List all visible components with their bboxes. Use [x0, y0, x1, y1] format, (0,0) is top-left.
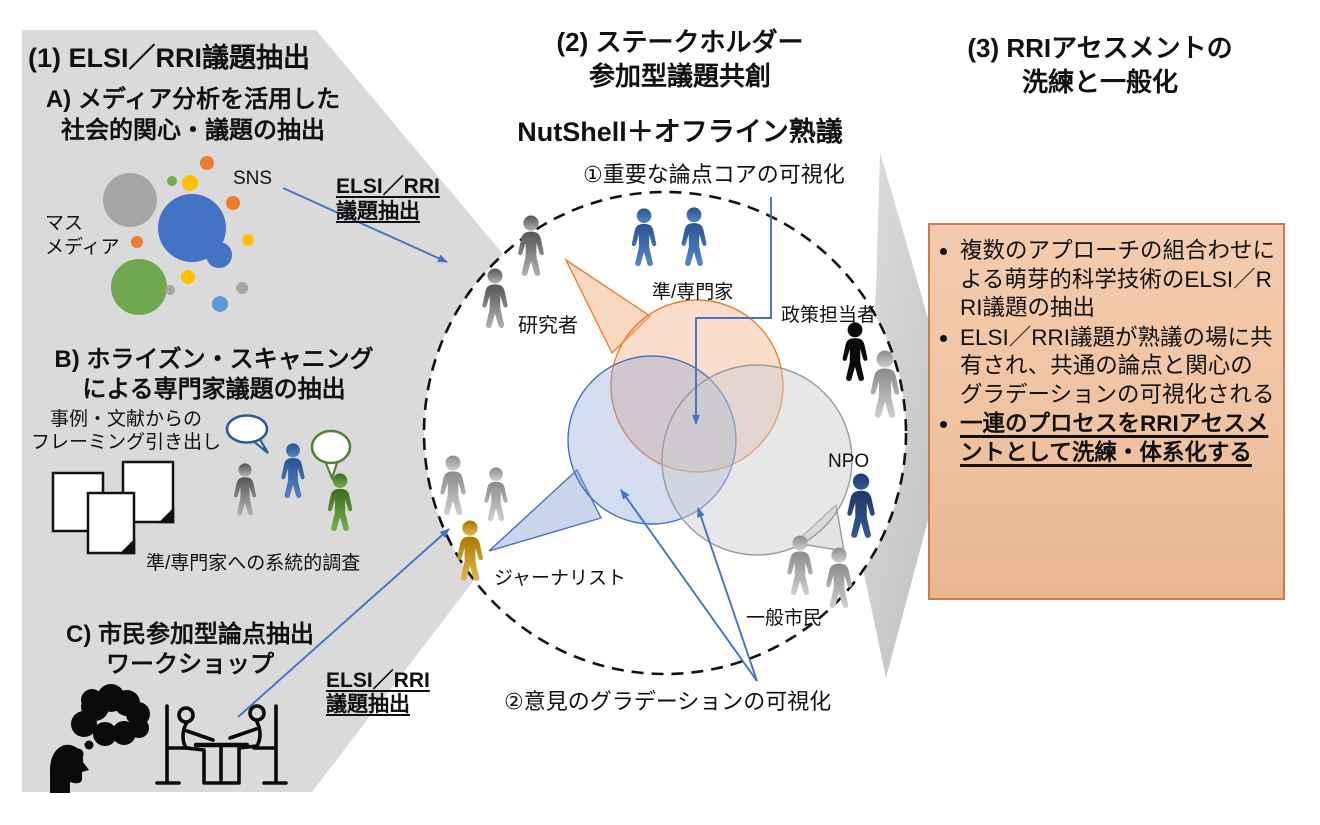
section-a-title: A) メディア分析を活用した 社会的関心・議題の抽出: [18, 84, 368, 146]
media-bubble-chart: [103, 156, 254, 315]
section-a-title-line1: A) メディア分析を活用した: [45, 86, 341, 113]
right-chevron-shape: [858, 152, 956, 678]
arrow-label-top: ELSI／RRI 議題抽出: [336, 175, 440, 223]
label-researchers: 研究者: [518, 315, 578, 337]
arrow-core-visualization: [692, 197, 772, 425]
arrow-gradation-right: [697, 507, 758, 682]
label-npo: NPO: [828, 451, 870, 472]
annotation-gradation-visualization: ②意見のグラデーションの可視化: [504, 689, 832, 714]
speech-bubble-green-icon: [310, 429, 352, 482]
panel1-title: (1) ELSI／RRI議題抽出: [28, 43, 311, 73]
result-box: 複数のアプローチの組合わせによる萌芽的科学技術のELSI／RRI議題の抽出 EL…: [928, 223, 1285, 600]
section-b-title: B) ホライズン・スキャニング による専門家議題の抽出: [54, 346, 374, 403]
result-bullet-list: 複数のアプローチの組合わせによる萌芽的科学技術のELSI／RRI議題の抽出 EL…: [936, 237, 1275, 467]
sns-label: SNS: [233, 168, 273, 189]
mass-media-label: マス メディア: [45, 213, 120, 258]
label-semi-experts: 準/専門家: [652, 282, 734, 303]
label-policy-makers: 政策担当者: [781, 305, 877, 326]
deliberation-circle: [422, 190, 908, 676]
result-bullet: ELSI／RRI議題が熟議の場に共有され、共通の論点と関心のグラデーションの可視…: [960, 324, 1275, 410]
result-bullet: 複数のアプローチの組合わせによる萌芽的科学技術のELSI／RRI議題の抽出: [960, 237, 1275, 323]
arrow-label-bottom: ELSI／RRI 議題抽出: [326, 669, 430, 716]
arrow-gradation-left: [620, 489, 758, 682]
gray-callout: [661, 364, 853, 556]
speech-bubble-blue-icon: [225, 414, 269, 454]
thinking-person-icon: [50, 684, 150, 793]
annotation-core-visualization: ①重要な論点コアの可視化: [583, 162, 845, 187]
section-a-title-line2: 社会的関心・議題の抽出: [61, 117, 325, 144]
section-b-subtitle: 事例・文献からの フレーミング引き出し: [30, 409, 221, 453]
document-icons: [51, 460, 175, 555]
result-bullet: 一連のプロセスをRRIアセスメントとして洗練・体系化する: [960, 410, 1275, 467]
arrow-workshop-to-circle: [237, 528, 450, 718]
blue-callout: [488, 355, 737, 552]
speech-bubble-icons: [225, 414, 352, 482]
panel2-subtitle: NutShell＋オフライン熟議: [517, 117, 843, 147]
label-journalist: ジャーナリスト: [494, 568, 627, 589]
meeting-table-icon: [155, 704, 288, 785]
section-b-caption: 準/専門家への系統的調査: [146, 553, 361, 574]
section-c-title: C) 市民参加型論点抽出 ワークショップ: [66, 621, 314, 678]
document-icon: [86, 491, 136, 555]
arrow-media-to-circle: [282, 187, 448, 263]
label-citizens: 一般市民: [746, 608, 823, 629]
panel2-title: (2) ステークホルダー 参加型議題共創: [556, 27, 804, 91]
panel3-title: (3) RRIアセスメントの 洗練と一般化: [967, 33, 1233, 97]
